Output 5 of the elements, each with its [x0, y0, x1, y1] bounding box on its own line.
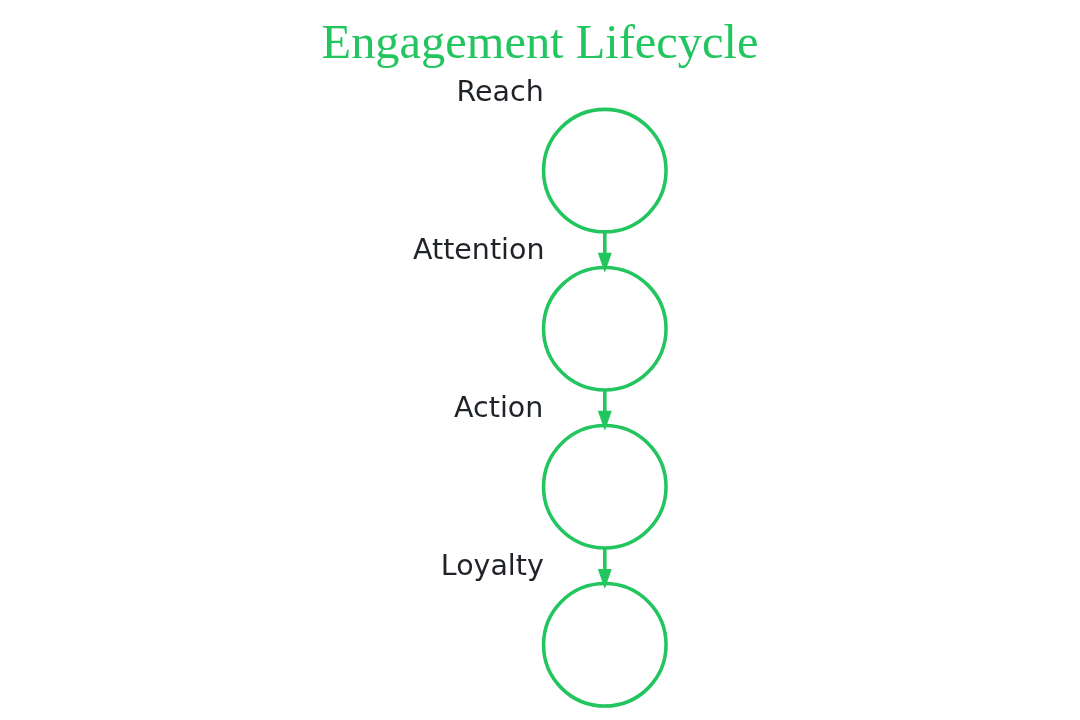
node-label: Attention: [413, 232, 545, 266]
node-label: Loyalty: [440, 549, 544, 583]
diagram-title: Engagement Lifecycle: [321, 15, 759, 69]
node-label: Action: [454, 390, 544, 424]
node-label: Reach: [456, 74, 544, 108]
